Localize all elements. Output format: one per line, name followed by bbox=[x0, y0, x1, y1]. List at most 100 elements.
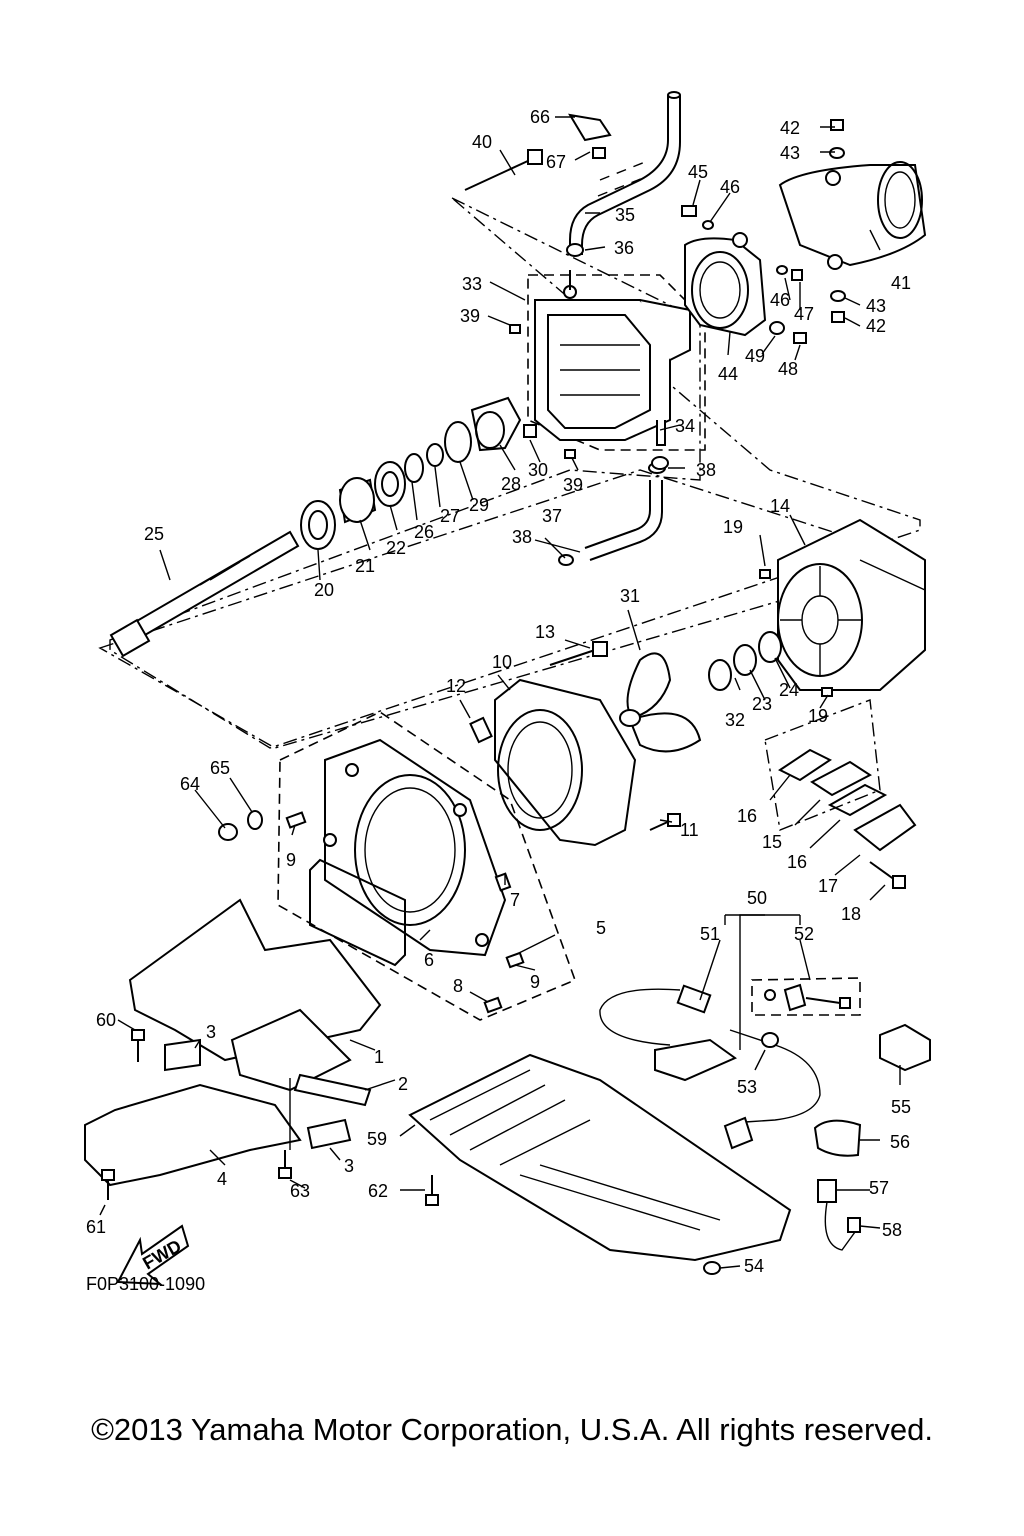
part-label: 15 bbox=[762, 832, 782, 852]
nozzle-44 bbox=[684, 232, 767, 337]
dashed-boxes bbox=[277, 274, 861, 1021]
part-label: 16 bbox=[787, 852, 807, 872]
part-label: 30 bbox=[528, 460, 548, 480]
part-label: 6 bbox=[424, 950, 434, 970]
part-label: 58 bbox=[882, 1220, 902, 1240]
copyright-notice: ©2013 Yamaha Motor Corporation, U.S.A. A… bbox=[91, 1412, 933, 1447]
part-label: 4 bbox=[217, 1169, 227, 1189]
part-label: 52 bbox=[794, 924, 814, 944]
part-label: 9 bbox=[286, 850, 296, 870]
part-label: 35 bbox=[615, 205, 635, 225]
part-label: 53 bbox=[737, 1077, 757, 1097]
part-label: 55 bbox=[891, 1097, 911, 1117]
shaft-parts bbox=[109, 396, 522, 658]
part-label: 62 bbox=[368, 1181, 388, 1201]
part-label: 46 bbox=[770, 290, 790, 310]
part-label: 45 bbox=[688, 162, 708, 182]
part-label: 27 bbox=[440, 506, 460, 526]
part-label: 7 bbox=[510, 890, 520, 910]
gasket-6 bbox=[309, 858, 406, 967]
part-label: 50 bbox=[747, 888, 767, 908]
part-label: 28 bbox=[501, 474, 521, 494]
impeller-31 bbox=[619, 631, 782, 753]
part-label: 40 bbox=[472, 132, 492, 152]
part-label: 48 bbox=[778, 359, 798, 379]
part-label: 49 bbox=[745, 346, 765, 366]
part-label: 2 bbox=[398, 1074, 408, 1094]
part-label: 3 bbox=[206, 1022, 216, 1042]
part-label: 3 bbox=[344, 1156, 354, 1176]
part-label: 29 bbox=[469, 495, 489, 515]
part-label: 26 bbox=[414, 522, 434, 542]
part-label: 41 bbox=[891, 273, 911, 293]
part-label: 9 bbox=[530, 972, 540, 992]
part-label: 60 bbox=[96, 1010, 116, 1030]
part-label: 17 bbox=[818, 876, 838, 896]
part-label: 19 bbox=[723, 517, 743, 537]
part-label: 14 bbox=[770, 496, 790, 516]
cover-15-18 bbox=[778, 748, 917, 889]
part-label: 37 bbox=[542, 506, 562, 526]
part-label: 54 bbox=[744, 1256, 764, 1276]
part-label: 32 bbox=[725, 710, 745, 730]
part-label: 33 bbox=[462, 274, 482, 294]
part-label: 46 bbox=[720, 177, 740, 197]
part-label: 65 bbox=[210, 758, 230, 778]
part-label: 20 bbox=[314, 580, 334, 600]
part-label: 51 bbox=[700, 924, 720, 944]
drawing-code: F0P3100-1090 bbox=[86, 1274, 205, 1294]
part-label: 42 bbox=[866, 316, 886, 336]
part-label: 5 bbox=[596, 918, 606, 938]
sensor-50-53 bbox=[599, 983, 851, 1150]
parts-55-58 bbox=[813, 1023, 931, 1251]
part-labels: 1 2 3 3 4 5 6 7 8 9 9 10 11 12 13 14 15 … bbox=[86, 107, 911, 1276]
part-label: 18 bbox=[841, 904, 861, 924]
part-label: 22 bbox=[386, 538, 406, 558]
part-label: 39 bbox=[460, 306, 480, 326]
fasteners bbox=[218, 113, 846, 1014]
part-label: 38 bbox=[696, 460, 716, 480]
part-label: 63 bbox=[290, 1181, 310, 1201]
leader-lines bbox=[99, 116, 901, 1269]
hose-35 bbox=[569, 91, 681, 255]
group-outlines bbox=[98, 197, 923, 831]
part-label: 39 bbox=[563, 475, 583, 495]
part-label: 57 bbox=[869, 1178, 889, 1198]
impeller-housing-14 bbox=[777, 518, 926, 691]
brackets-1-4 bbox=[84, 898, 382, 1187]
exploded-parts-diagram: FWD 1 2 3 3 4 5 6 7 8 9 9 10 11 12 13 14… bbox=[84, 91, 931, 1294]
part-label: 64 bbox=[180, 774, 200, 794]
part-label: 1 bbox=[374, 1047, 384, 1067]
part-label: 16 bbox=[737, 806, 757, 826]
part-label: 56 bbox=[890, 1132, 910, 1152]
part-label: 42 bbox=[780, 118, 800, 138]
part-label: 21 bbox=[355, 556, 375, 576]
part-label: 31 bbox=[620, 586, 640, 606]
part-label: 12 bbox=[446, 676, 466, 696]
part-label: 25 bbox=[144, 524, 164, 544]
intake-duct-10 bbox=[494, 678, 637, 847]
part-label: 19 bbox=[808, 706, 828, 726]
steering-nozzle-41 bbox=[778, 161, 927, 270]
part-label: 8 bbox=[453, 976, 463, 996]
part-label: 66 bbox=[530, 107, 550, 127]
pump-housing-33 bbox=[534, 270, 691, 446]
part-label: 24 bbox=[779, 680, 799, 700]
part-label: 44 bbox=[718, 364, 738, 384]
part-label: 10 bbox=[492, 652, 512, 672]
part-label: 13 bbox=[535, 622, 555, 642]
adapter-plate-5 bbox=[323, 738, 507, 957]
part-label: 34 bbox=[675, 416, 695, 436]
part-label: 61 bbox=[86, 1217, 106, 1237]
ride-plate-59 bbox=[408, 1053, 792, 1262]
hose-37 bbox=[584, 462, 666, 561]
part-label: 11 bbox=[680, 820, 699, 840]
part-label: 67 bbox=[546, 152, 566, 172]
part-label: 47 bbox=[794, 304, 814, 324]
part-label: 43 bbox=[780, 143, 800, 163]
part-label: 59 bbox=[367, 1129, 387, 1149]
part-label: 36 bbox=[614, 238, 634, 258]
bottom-bolts bbox=[101, 1029, 721, 1275]
part-label: 23 bbox=[752, 694, 772, 714]
part-label: 38 bbox=[512, 527, 532, 547]
